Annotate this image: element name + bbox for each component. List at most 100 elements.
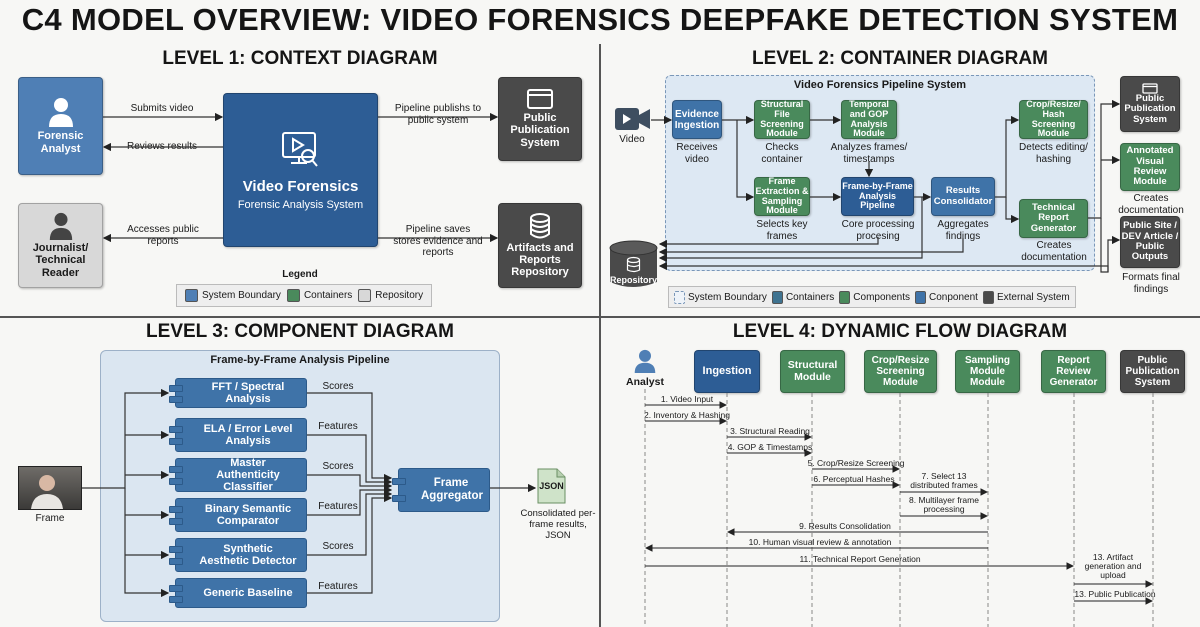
component-name: ELA / Error Level Analysis	[203, 422, 293, 447]
legend-swatch-blue	[185, 289, 198, 302]
legend-swatch-component	[915, 290, 926, 304]
legend-title: Legend	[282, 269, 318, 280]
node-name: Technical Report Generator	[1030, 201, 1077, 234]
arrow-to-public-site	[1100, 218, 1121, 273]
public-publication-box: Public Publication System	[498, 77, 582, 161]
message-label: 4. GOP & Timestamps	[727, 442, 813, 452]
technical-report-generator-box: Technical Report Generator	[1019, 199, 1088, 238]
arrow-results-crop	[995, 115, 1020, 198]
legend-swatch-containers	[771, 290, 783, 304]
analyst-person-icon	[634, 349, 656, 373]
database-cylinder-icon	[609, 240, 658, 287]
arrow-frame-generic	[124, 488, 170, 598]
json-icon-label: JSON	[539, 481, 564, 491]
person-photo-icon	[31, 475, 63, 509]
output-label: Scores	[322, 461, 354, 472]
results-consolidator-box: Results Consolidator	[931, 177, 995, 216]
message-label: 13. Public Publication	[1074, 589, 1156, 599]
participant-ingestion: Ingestion	[694, 350, 760, 393]
message-label: 7. Select 13 distributed frames	[910, 471, 978, 490]
node-name: Temporal and GOP Analysis Module	[849, 98, 889, 139]
legend-swatch-gray	[358, 289, 372, 302]
legend-item: Components	[853, 291, 910, 303]
frame-thumbnail	[18, 466, 82, 510]
node-desc: Receives video	[676, 142, 718, 165]
participant-public-publication: Public Publication System	[1120, 350, 1185, 393]
component-ela: ELA / Error Level Analysis	[169, 418, 307, 452]
component-name: FFT / Spectral Analysis	[211, 380, 285, 405]
node-desc: Aggregates findings	[937, 219, 989, 242]
message-label: 5. Crop/Resize Screening	[807, 458, 905, 468]
legend-item: Repository	[375, 290, 424, 301]
component-master-authenticity: Master Authenticity Classifier	[169, 456, 307, 494]
participant-name: Crop/Resize Screening Module	[871, 355, 930, 388]
component-generic-baseline: Generic Baseline	[169, 578, 307, 608]
system-subtitle: Forensic Analysis System	[237, 199, 364, 212]
node-name: Frame Extraction & Sampling Module	[755, 175, 809, 216]
arrow-binary-aggregator	[307, 485, 393, 516]
node-desc: Analyzes frames/ timestamps	[830, 142, 908, 165]
public-publication-system-box: Public Publication System	[1120, 76, 1180, 132]
node-desc: Selects key frames	[756, 219, 808, 242]
arrow-report-publication	[1088, 99, 1121, 219]
node-name: Frame-by-Frame Analysis Pipeline	[842, 180, 913, 211]
frame-label: Frame	[35, 513, 65, 524]
node-desc: Creates documentation	[1021, 240, 1087, 263]
file-icon	[537, 468, 566, 504]
monitor-play-fingerprint-icon	[281, 131, 318, 167]
artifacts-repository-box: Artifacts and Reports Repository	[498, 203, 582, 288]
node-name: Public Site / DEV Article / Public Outpu…	[1121, 220, 1179, 263]
output-label: Features	[318, 421, 358, 432]
component-synthetic-aesthetic: Synthetic Aesthetic Detector	[169, 538, 307, 572]
node-name: Structural File Screening Module	[760, 98, 804, 139]
legend-swatch-green	[286, 289, 300, 302]
participant-name: Ingestion	[702, 365, 752, 378]
arrow-results-report	[1005, 197, 1020, 224]
message-label: 10. Human visual review & annotation	[748, 537, 892, 547]
legend-item: Containers	[303, 290, 353, 301]
structural-screening-box: Structural File Screening Module	[754, 98, 810, 139]
annotated-visual-review-box: Annotated Visual Review Module	[1120, 143, 1180, 191]
component-name: Binary Semantic Comparator	[204, 502, 292, 527]
node-name: Annotated Visual Review Module	[1126, 145, 1174, 188]
divider-vertical	[599, 44, 601, 627]
message-label: 2. Inventory & Hashing	[644, 410, 730, 420]
artifacts-repository-label: Artifacts and Reports Repository	[506, 241, 574, 279]
frame-by-frame-pipeline-box: Frame-by-Frame Analysis Pipeline	[841, 177, 914, 216]
level3-title: LEVEL 3: COMPONENT DIAGRAM	[146, 321, 454, 342]
message-label: 8. Multilayer frame processing	[909, 495, 979, 514]
video-forensics-system-box: Video Forensics Forensic Analysis System	[223, 93, 378, 247]
component-name: Master Authenticity Classifier	[216, 456, 280, 494]
component-binary-semantic: Binary Semantic Comparator	[169, 498, 307, 532]
participant-name: Public Publication System	[1125, 355, 1180, 388]
legend-item: Conponent	[929, 291, 978, 303]
arrow-master-aggregator	[307, 474, 393, 491]
legend-item: System Boundary	[688, 291, 767, 303]
level4-title: LEVEL 4: DYNAMIC FLOW DIAGRAM	[732, 321, 1068, 342]
level2-title: LEVEL 2: CONTAINER DIAGRAM	[752, 48, 1048, 69]
aggregator-name: Frame Aggregator	[421, 477, 483, 502]
output-label: Features	[318, 581, 358, 592]
message-label: 3. Structural Reading	[730, 426, 810, 436]
participant-name: Report Review Generator	[1049, 355, 1098, 388]
forensic-analyst-label: Forensic Analyst	[37, 130, 84, 155]
arrow-fft-aggregator	[307, 392, 393, 483]
evidence-ingestion-box: Evidence Ingestion	[672, 100, 722, 139]
level1-legend: System Boundary Containers Repository	[176, 284, 433, 307]
forensic-analyst-box: Forensic Analyst	[18, 77, 103, 175]
component-name: Generic Baseline	[203, 586, 293, 599]
participant-analyst: Analyst	[626, 376, 664, 388]
browser-window-icon	[1142, 83, 1158, 94]
node-desc: Creates documentation	[1118, 193, 1184, 216]
system-name: Video Forensics	[242, 177, 359, 195]
repository-cylinder: Repository	[609, 240, 658, 290]
arrow-ingestion-extraction	[736, 120, 755, 202]
crop-resize-hash-box: Crop/Resize/ Hash Screening Module	[1019, 99, 1088, 139]
journalist-box: Journalist/ Technical Reader	[18, 203, 103, 288]
video-camera-icon	[615, 108, 650, 130]
participant-name: Sampling Module Module	[965, 355, 1011, 388]
edge-label-accesses: Accesses public reports	[127, 224, 199, 247]
legend-swatch-external	[982, 290, 994, 304]
edge-label-publishes: Pipeline publishs to public system	[394, 103, 482, 126]
